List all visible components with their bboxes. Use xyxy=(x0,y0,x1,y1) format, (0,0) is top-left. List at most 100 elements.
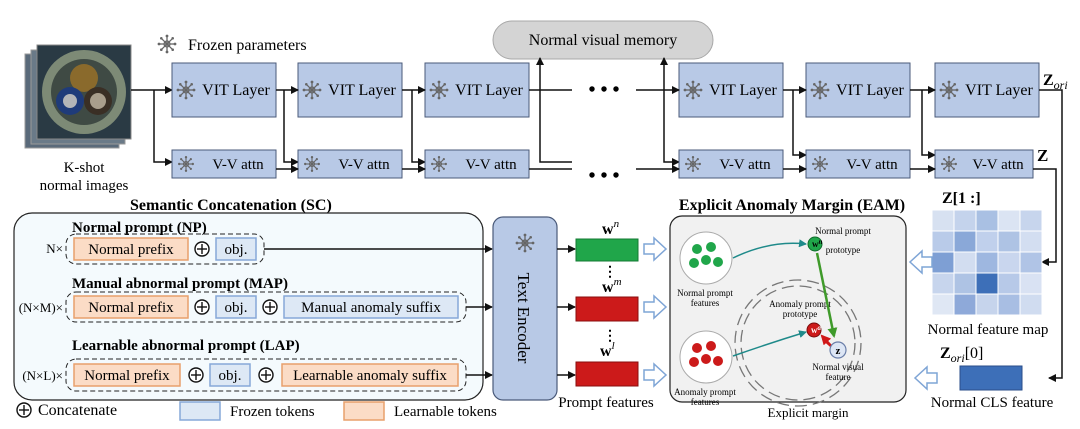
normal-prompt-cluster xyxy=(679,231,733,285)
feature-map-title: Z[1 :] xyxy=(942,190,981,207)
map-concat-icon-1 xyxy=(194,299,210,315)
vv-attn-6-label: V-V attn xyxy=(972,157,1024,173)
vv-attn-2-label: V-V attn xyxy=(338,157,390,173)
w-m-bar xyxy=(575,296,639,322)
vv-attn-6: V-V attn xyxy=(934,149,1034,179)
feature-map-cell xyxy=(931,209,955,232)
normal-prompt-prototype-l2: prototype xyxy=(826,245,861,255)
np-title: Normal prompt (NP) xyxy=(72,220,207,236)
map-suffix-label: Manual anomaly suffix xyxy=(301,300,441,316)
np-normal-prefix xyxy=(73,237,189,261)
feature-map-cell xyxy=(931,251,955,274)
feature-map-cell xyxy=(1019,293,1043,316)
vv-attn-3: V-V attn xyxy=(424,149,530,179)
map-obj-label: obj. xyxy=(225,300,248,316)
feature-map-cell xyxy=(975,272,999,295)
arrow-wm-to-eam xyxy=(643,295,667,319)
prompt-features-label: Prompt features xyxy=(558,395,654,411)
np-concat-icon xyxy=(194,241,210,257)
feature-map-cell xyxy=(975,293,999,316)
normal-visual-memory xyxy=(492,20,714,60)
feature-map-cell xyxy=(975,251,999,274)
dots-2: ⋮ xyxy=(603,329,617,344)
anomaly-prompt-features-l1: Anomaly prompt xyxy=(674,387,736,397)
vit-layer-3-label: VIT Layer xyxy=(455,82,523,99)
ellipsis-vit: • • • xyxy=(588,79,619,101)
anomaly-prompt-cluster xyxy=(679,330,733,384)
map-normal-prefix xyxy=(73,295,189,319)
anomaly-prompt-prototype-l2: prototype xyxy=(783,309,818,319)
map-title: Manual abnormal prompt (MAP) xyxy=(72,276,288,292)
lap-obj-label: obj. xyxy=(219,368,242,384)
image-caption-line2: normal images xyxy=(40,178,129,194)
map-prefix-label: Normal prefix xyxy=(88,300,174,316)
map-manual-suffix xyxy=(283,295,459,319)
normal-prompt-features-l2: features xyxy=(691,298,720,308)
legend-concat-icon xyxy=(16,402,32,418)
feature-map-cell xyxy=(953,293,977,316)
feature-map-cell xyxy=(931,272,955,295)
legend-concatenate: Concatenate xyxy=(38,402,117,419)
vit-layer-3: VIT Layer xyxy=(424,62,530,118)
feature-map-cell xyxy=(997,209,1021,232)
ellipsis-vv: • • • xyxy=(588,165,619,187)
feature-map-cell xyxy=(997,272,1021,295)
feature-map-cell xyxy=(1019,251,1043,274)
vv-attn-4: V-V attn xyxy=(678,149,784,179)
vit-layer-4: VIT Layer xyxy=(678,62,784,118)
normal-visual-feature-l1: Normal visual xyxy=(812,362,864,372)
feature-map-cell xyxy=(1019,272,1043,295)
map-multiplier: (N×M)× xyxy=(19,300,63,315)
z-ori-label: Zori xyxy=(1043,72,1068,92)
feature-map-cell xyxy=(975,230,999,253)
vit-layer-5: VIT Layer xyxy=(805,62,911,118)
lap-suffix-label: Learnable anomaly suffix xyxy=(293,368,447,384)
map-concat-icon-2 xyxy=(262,299,278,315)
w-m-label: wm xyxy=(602,276,622,296)
vit-layer-5-label: VIT Layer xyxy=(836,82,904,99)
text-encoder-label: Text Encoder xyxy=(514,273,533,364)
vv-attn-1: V-V attn xyxy=(171,149,277,179)
np-obj-token xyxy=(215,237,257,261)
w-n-label: wn xyxy=(602,218,620,238)
feature-map-cell xyxy=(953,272,977,295)
legend-learnable-swatch xyxy=(343,401,385,421)
lap-concat-icon-1 xyxy=(188,367,204,383)
anomaly-prototype-node xyxy=(806,322,822,338)
normal-visual-feature-node xyxy=(829,341,847,359)
explicit-margin-label: Explicit margin xyxy=(768,405,849,420)
feature-map-cell xyxy=(931,293,955,316)
wn-node-label: wn xyxy=(812,238,823,249)
legend-frozen-tokens: Frozen tokens xyxy=(230,404,315,420)
feature-map-cell xyxy=(1019,209,1043,232)
normal-prompt-features-l1: Normal prompt xyxy=(677,288,733,298)
cls-title: Zori[0] xyxy=(940,345,983,365)
vit-layer-1-label: VIT Layer xyxy=(202,82,270,99)
snowflake-icon xyxy=(156,33,178,55)
feature-map-caption: Normal feature map xyxy=(928,322,1049,338)
feature-map-cell xyxy=(931,230,955,253)
np-obj-label: obj. xyxy=(225,242,248,258)
anomaly-prompt-features-l2: features xyxy=(691,397,720,407)
lap-obj-token xyxy=(209,363,251,387)
vit-layer-1: VIT Layer xyxy=(171,62,277,118)
normal-visual-memory-label: Normal visual memory xyxy=(529,32,677,49)
normal-prototype-node xyxy=(807,236,823,252)
w-l-bar xyxy=(575,361,639,387)
vit-layer-4-label: VIT Layer xyxy=(709,82,777,99)
vv-attn-3-label: V-V attn xyxy=(465,157,517,173)
normal-prompt-prototype-l1: Normal prompt xyxy=(815,226,871,236)
z-node-label: z xyxy=(836,345,841,357)
arrow-wn-to-eam xyxy=(643,237,667,261)
feature-map-cell xyxy=(975,209,999,232)
arrow-feature-map-to-eam xyxy=(909,250,933,274)
text-encoder: Text Encoder xyxy=(492,216,558,401)
vv-attn-5-label: V-V attn xyxy=(846,157,898,173)
lap-normal-prefix xyxy=(73,363,181,387)
lap-concat-icon-2 xyxy=(258,367,274,383)
normal-visual-feature-l2: feature xyxy=(826,372,851,382)
vit-layer-6: VIT Layer xyxy=(934,62,1040,118)
feature-map-cell xyxy=(953,230,977,253)
dots-1: ⋮ xyxy=(603,265,617,280)
